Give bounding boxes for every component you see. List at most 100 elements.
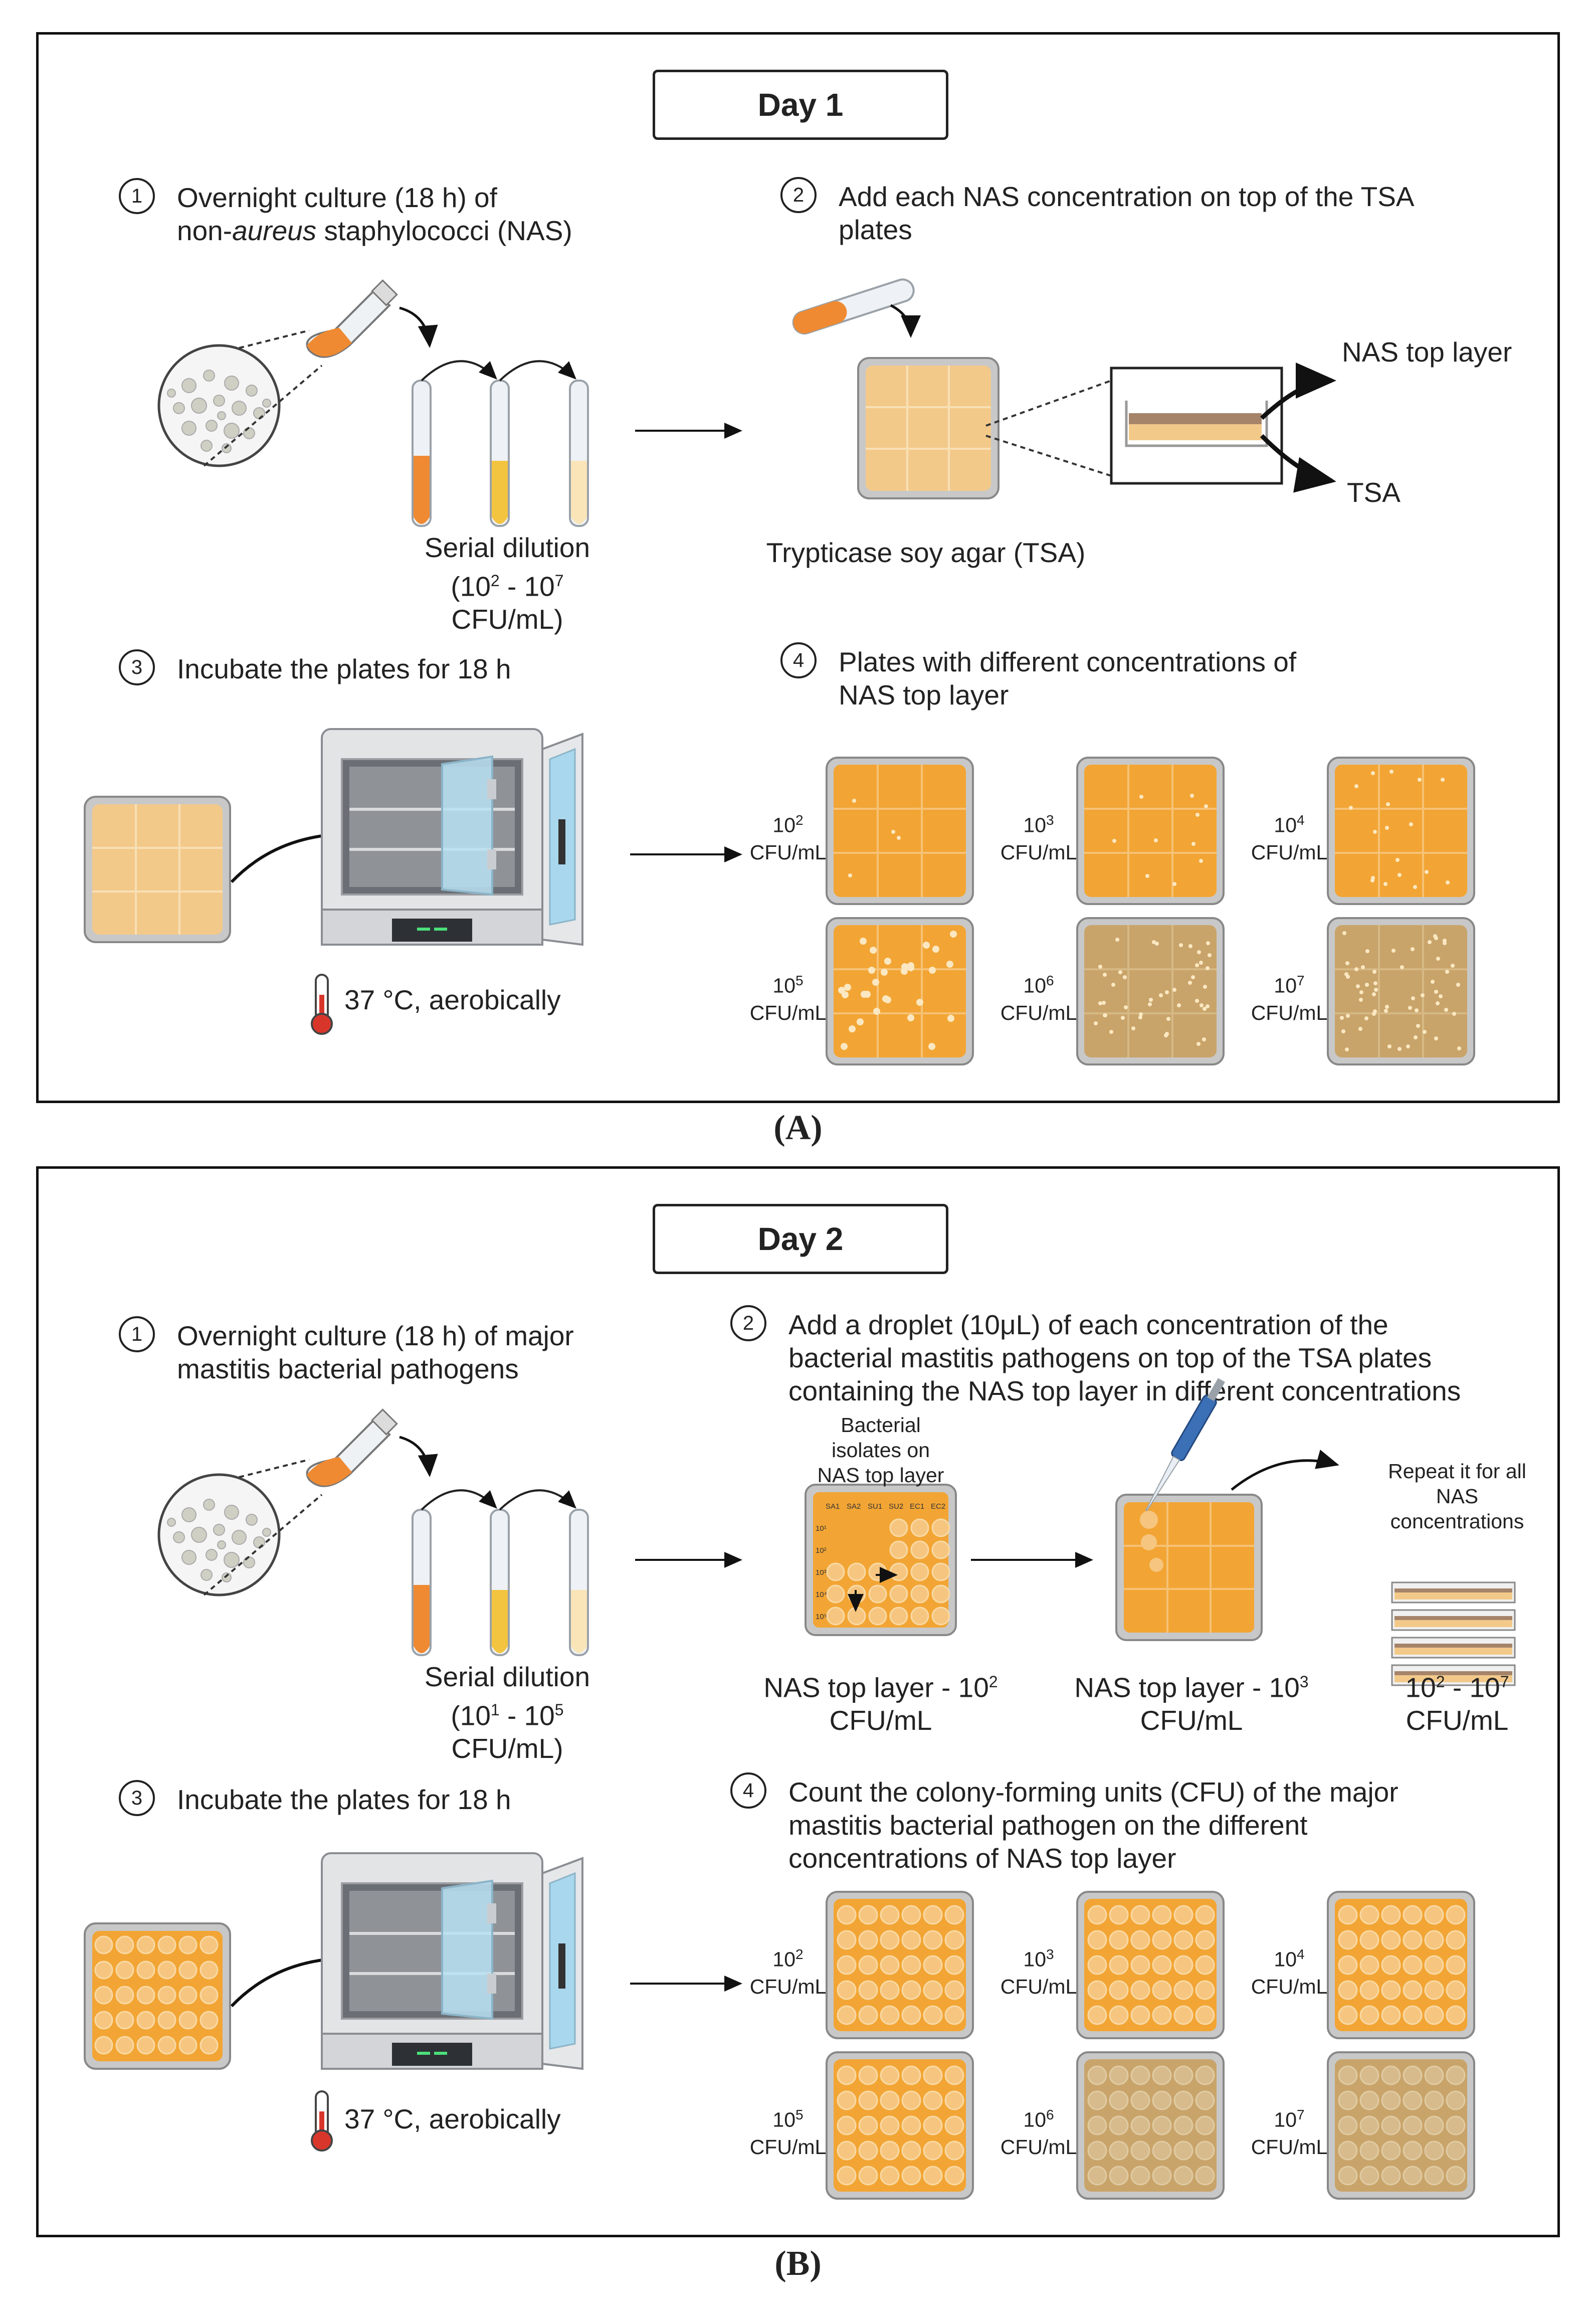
- step-text-line: non-aureus staphylococci (NAS): [177, 215, 572, 246]
- incubator-icon: [322, 1853, 582, 2069]
- incubator-icon: [322, 729, 582, 945]
- stacked-plates: [1391, 1581, 1516, 1686]
- step-1: 1 Overnight culture (18 h) of major mast…: [119, 1316, 574, 1385]
- panel-a-caption: (A): [773, 1109, 823, 1147]
- result-plate: [1327, 2051, 1475, 2200]
- thermometer-icon: [311, 2090, 333, 2152]
- serial-dilution-label: Serial dilution (101 - 105 CFU/mL): [424, 1661, 590, 1764]
- step-text: Add a droplet (10μL) of each concentrati…: [788, 1309, 1461, 1406]
- result-plate: [1076, 1891, 1225, 2039]
- grid-row-label: 10²: [816, 1546, 827, 1555]
- result-plate: [1327, 917, 1475, 1065]
- step-3: 3 Incubate the plates for 18 h: [119, 1780, 511, 1816]
- step-text: Incubate the plates for 18 h: [177, 1784, 511, 1815]
- step-number: 1: [119, 1316, 155, 1352]
- step-text: Plates with different concentrations of …: [839, 646, 1297, 710]
- tubes-icon: [412, 360, 589, 527]
- incubation-label: 37 °C, aerobically: [344, 2103, 561, 2134]
- day-title-box: Day 2: [653, 1204, 948, 1274]
- step-text: Overnight culture (18 h) of major mastit…: [177, 1320, 574, 1384]
- step-3: 3 Incubate the plates for 18 h: [119, 649, 511, 685]
- result-plate: [1327, 757, 1475, 905]
- step-number: 4: [730, 1772, 766, 1809]
- cross-section: [1110, 367, 1283, 485]
- grid-header: EC1: [910, 1502, 924, 1511]
- serial-dilution-label: Serial dilution (102 - 107 CFU/mL): [424, 532, 590, 635]
- result-plate: [826, 1891, 974, 2039]
- day-title: Day 1: [757, 87, 844, 123]
- result-plate: [1076, 917, 1225, 1065]
- grid-header: EC2: [931, 1502, 945, 1511]
- step-number: 3: [119, 1780, 155, 1816]
- result-plate: [1076, 757, 1225, 905]
- step-number: 2: [780, 177, 817, 213]
- thermometer-icon: [311, 974, 333, 1035]
- tsa-label: Trypticase soy agar (TSA): [766, 537, 1086, 568]
- step-4: 4 Count the colony-forming units (CFU) o…: [730, 1772, 1399, 1875]
- flask-icon: [306, 1408, 398, 1487]
- result-plate: [826, 757, 974, 905]
- step-text: Add each NAS concentration on top of the…: [839, 181, 1415, 245]
- step-text: Overnight culture (18 h) of non-aureus s…: [177, 181, 572, 247]
- grid-header: SA2: [847, 1502, 861, 1511]
- step-2: 2 Add each NAS concentration on top of t…: [780, 177, 1415, 246]
- panel-a: Day 1 1 Overnight culture (18 h) of non-…: [36, 32, 1560, 1103]
- tubes-icon: [412, 1489, 589, 1656]
- grid-row-label: 10¹: [816, 1524, 827, 1533]
- step-number: 1: [119, 178, 155, 214]
- range-label: 102 - 107 CFU/mL: [1405, 1672, 1509, 1736]
- nas-plate-pipette: [1115, 1494, 1263, 1641]
- step-text-line: Overnight culture (18 h) of: [177, 182, 497, 213]
- grid-header: SU2: [889, 1502, 903, 1511]
- step-text: Count the colony-forming units (CFU) of …: [788, 1776, 1399, 1874]
- nas-plate-2-label: NAS top layer - 103 CFU/mL: [1074, 1672, 1309, 1736]
- grid-row-label: 10⁴: [816, 1590, 827, 1599]
- grid-header: SU1: [868, 1502, 882, 1511]
- petri-dish-icon: [159, 1475, 279, 1595]
- incubation-label: 37 °C, aerobically: [344, 984, 561, 1015]
- tsa-plate: [857, 357, 1000, 499]
- grid-row-label: 10⁵: [816, 1613, 827, 1621]
- step-1: 1 Overnight culture (18 h) of non-aureus…: [119, 178, 572, 247]
- day-title-box: Day 1: [653, 70, 948, 140]
- step-text: Incubate the plates for 18 h: [177, 653, 511, 684]
- nas-top-layer-label: NAS top layer: [1342, 336, 1512, 368]
- panel-b-caption: (B): [774, 2244, 822, 2283]
- step-2: 2 Add a droplet (10μL) of each concentra…: [730, 1305, 1461, 1407]
- grid-row-label: 10³: [816, 1568, 827, 1577]
- tsa-short-label: TSA: [1347, 477, 1401, 508]
- step-number: 4: [780, 642, 817, 678]
- nas-plate-1-label: NAS top layer - 102 CFU/mL: [763, 1672, 998, 1736]
- flask-icon: [306, 279, 398, 358]
- result-plate: [826, 2051, 974, 2200]
- repeat-note: Repeat it for all NAS concentrations: [1388, 1460, 1526, 1533]
- bacterial-isolates-label: Bacterial isolates on NAS top layer: [817, 1413, 944, 1487]
- step-4: 4 Plates with different concentrations o…: [780, 642, 1297, 711]
- panel-a-illustrations: [84, 278, 1336, 1035]
- result-plate: [826, 917, 974, 1065]
- tube-icon: [792, 278, 915, 335]
- petri-dish-icon: [159, 345, 279, 466]
- day-title: Day 2: [757, 1221, 844, 1257]
- panel-b-illustrations: SA1 SA2 SU1 SU2 EC1 EC2 10¹ 10² 10³ 10⁴ 10⁵: [84, 1378, 1516, 2152]
- result-plate: [1076, 2051, 1225, 2200]
- step-number: 2: [730, 1305, 766, 1341]
- grid-header: SA1: [826, 1502, 840, 1511]
- pipette-icon: [1145, 1378, 1225, 1512]
- result-plate: [1327, 1891, 1475, 2039]
- unincubated-plate: [84, 796, 231, 943]
- panel-b: Day 2 1 Overnight culture (18 h) of majo…: [36, 1166, 1560, 2237]
- step-number: 3: [119, 649, 155, 685]
